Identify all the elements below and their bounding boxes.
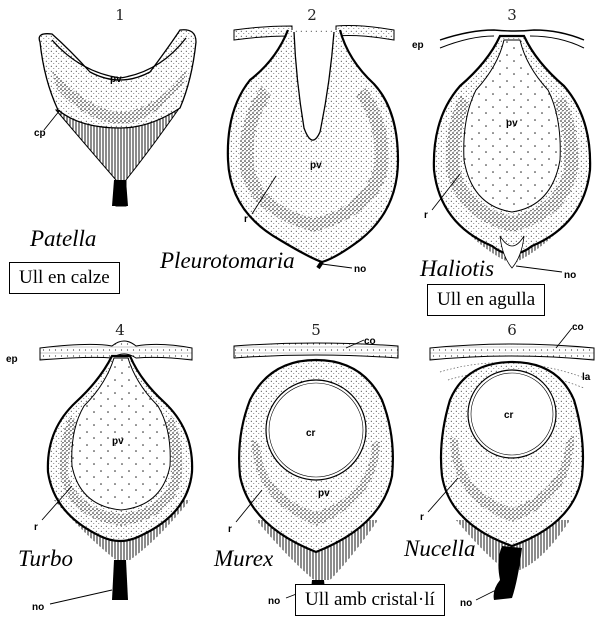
- pointer-cp: [44, 110, 60, 130]
- label-no: no: [460, 598, 472, 609]
- panel-1-patella: 1 pv cp Patella: [29, 6, 196, 251]
- label-no: no: [354, 264, 366, 275]
- label-pv: pv: [506, 118, 518, 129]
- label-co: co: [364, 336, 376, 347]
- label-r: r: [244, 214, 248, 225]
- surface-epithelium: [336, 26, 394, 41]
- genus-label: Nucella: [403, 536, 476, 561]
- label-r: r: [34, 522, 38, 533]
- caption-pinhole-eye: Ull en agulla: [427, 284, 545, 316]
- panel-number: 2: [307, 6, 317, 24]
- caption-lens-eye: Ull amb cristal·lí: [295, 584, 445, 616]
- panel-number: 3: [507, 6, 517, 24]
- panel-5-murex: 5 co cr pv r no Murex: [213, 321, 398, 607]
- label-r: r: [420, 512, 424, 523]
- genus-label: Turbo: [18, 546, 73, 571]
- label-pv: pv: [110, 74, 122, 85]
- panel-6-nucella: 6 co la cr r no Nucella: [403, 321, 594, 609]
- label-pv: pv: [318, 488, 330, 499]
- label-ep: ep: [6, 354, 18, 365]
- genus-label: Haliotis: [419, 256, 494, 281]
- panel-number: 4: [115, 321, 125, 339]
- label-no: no: [564, 270, 576, 281]
- optic-nerve: [112, 560, 128, 600]
- pointer-no: [516, 266, 562, 272]
- pointer-no: [50, 590, 112, 604]
- panel-3-haliotis: 3 ep pv r no Haliotis: [412, 6, 590, 281]
- label-la: la: [582, 372, 591, 383]
- cornea: [430, 344, 594, 360]
- panel-number: 1: [115, 6, 125, 24]
- lens: [266, 380, 366, 480]
- caption-cup-eye: Ull en calze: [9, 262, 120, 294]
- label-co: co: [572, 322, 584, 333]
- label-r: r: [228, 524, 232, 535]
- pointer-no: [322, 264, 352, 268]
- pointer-co: [556, 328, 572, 348]
- genus-label: Patella: [29, 226, 96, 251]
- label-no: no: [268, 596, 280, 607]
- genus-label: Murex: [213, 546, 274, 571]
- panel-number: 6: [507, 321, 517, 339]
- panel-4-turbo: 4 ep pv r no Turbo: [6, 321, 192, 613]
- label-pv: pv: [310, 160, 322, 171]
- pointer-no: [476, 590, 496, 600]
- panel-number: 5: [311, 321, 321, 339]
- label-r: r: [424, 210, 428, 221]
- optic-nerve: [318, 262, 322, 268]
- label-ep: ep: [412, 40, 424, 51]
- label-cr: cr: [306, 428, 316, 439]
- label-no: no: [32, 602, 44, 613]
- genus-label: Pleurotomaria: [159, 248, 295, 273]
- label-pv: pv: [112, 436, 124, 447]
- label-cr: cr: [504, 410, 514, 421]
- optic-nerve: [112, 180, 128, 206]
- vitreous-chamber: [72, 358, 171, 510]
